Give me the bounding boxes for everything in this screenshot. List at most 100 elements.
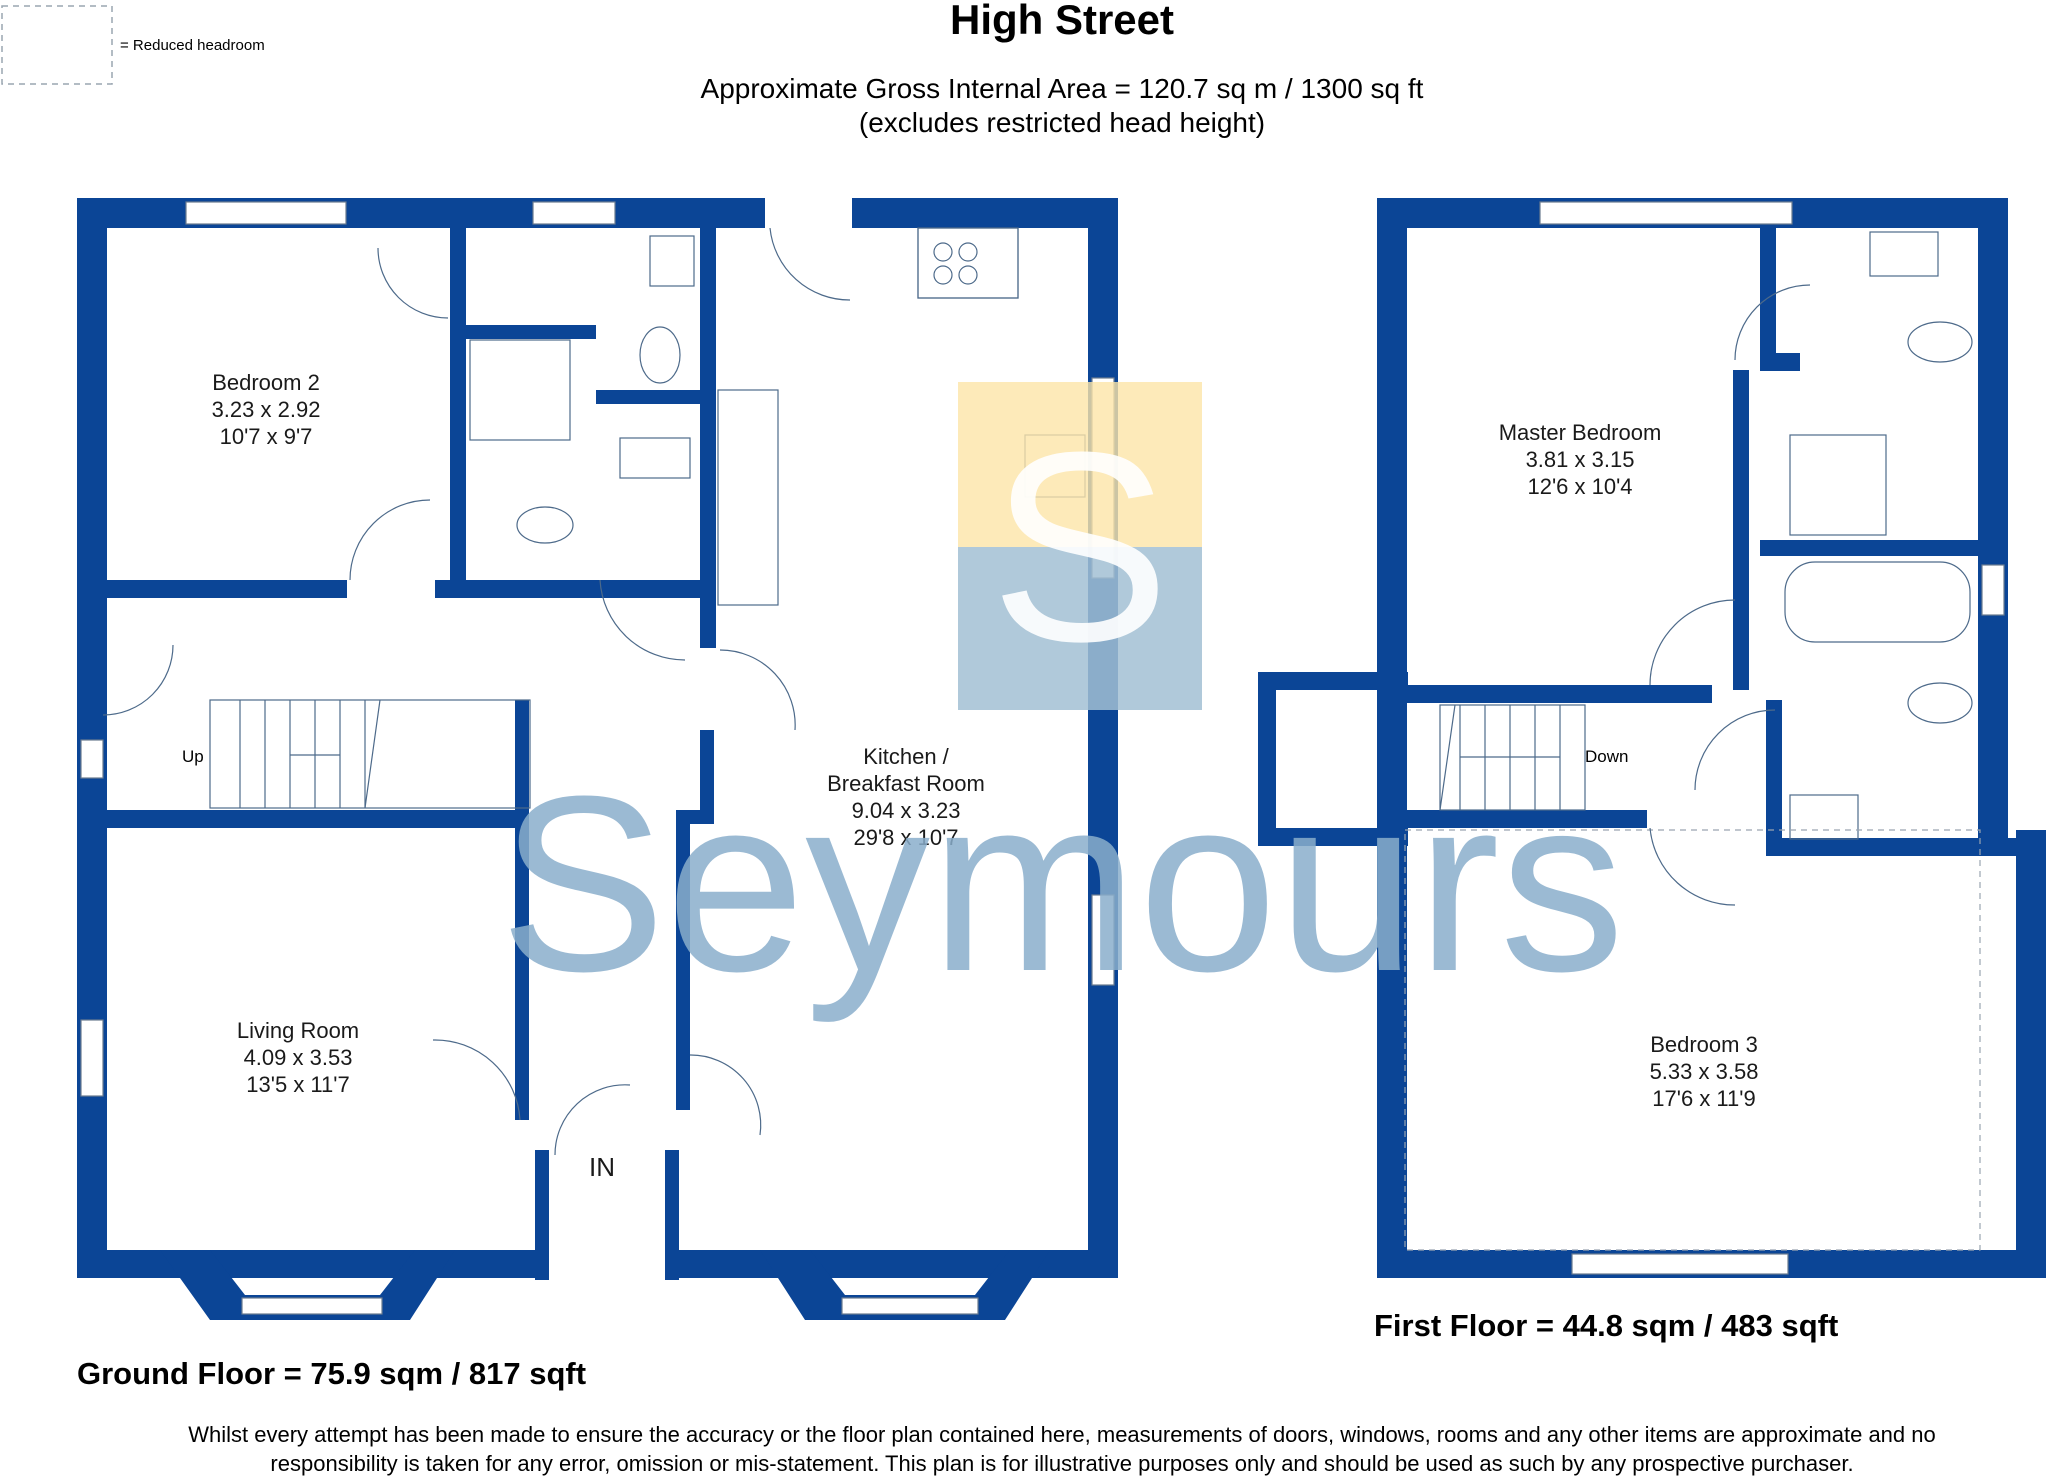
- legend: = Reduced headroom: [1, 5, 265, 85]
- window: [185, 201, 347, 225]
- door-swing: [689, 1054, 762, 1136]
- room-name: Living Room: [237, 1018, 359, 1043]
- wall: [1407, 810, 1647, 828]
- wall: [700, 730, 714, 820]
- watermark-text: Seymours: [499, 744, 1624, 1023]
- ground-stairs: [209, 699, 531, 809]
- wall: [1258, 672, 1276, 842]
- window: [80, 739, 104, 779]
- first-floor-area: First Floor = 44.8 sqm / 483 sqft: [1374, 1308, 1838, 1343]
- window: [80, 1019, 104, 1097]
- wall: [1258, 828, 1408, 846]
- wall: [1640, 685, 1712, 703]
- wall: [466, 325, 596, 339]
- door-swing: [769, 227, 851, 301]
- disclaimer-line-1: Whilst every attempt has been made to en…: [188, 1422, 1936, 1447]
- basin: [619, 437, 691, 479]
- room-name: Kitchen /: [863, 744, 949, 769]
- shower-tray: [1789, 434, 1887, 536]
- kitchen-unit: [717, 389, 779, 606]
- room-metric: 4.09 x 3.53: [244, 1045, 353, 1070]
- wall: [1766, 700, 1782, 850]
- door-swing: [1649, 599, 1736, 686]
- disclaimer-line-2: responsibility is taken for any error, o…: [270, 1451, 1853, 1476]
- room-name: Bedroom 3: [1650, 1032, 1758, 1057]
- wall: [665, 1150, 679, 1280]
- wall: [676, 810, 690, 1110]
- toilet: [516, 506, 574, 544]
- toilet: [1907, 682, 1973, 724]
- wall: [1088, 198, 1118, 1278]
- stairs-label: Down: [1585, 747, 1628, 766]
- basin: [649, 235, 695, 287]
- bath: [1784, 561, 1971, 643]
- ground-floor-plan: Bedroom 2 3.23 x 2.92 10'7 x 9'7 Kitchen…: [77, 198, 1118, 1320]
- hob-ring: [958, 265, 978, 285]
- hob-ring: [958, 242, 978, 262]
- stairs-outline: [209, 699, 531, 809]
- room-imperial: 10'7 x 9'7: [220, 424, 313, 449]
- area-note: (excludes restricted head height): [859, 107, 1265, 138]
- window: [241, 1297, 383, 1315]
- seymours-logo-watermark: S: [958, 382, 1202, 710]
- room-imperial: 17'6 x 11'9: [1652, 1086, 1755, 1111]
- door-swing: [102, 644, 174, 716]
- hob: [917, 227, 1019, 299]
- wall: [1978, 198, 2008, 838]
- basin: [1789, 794, 1859, 840]
- entrance-label: IN: [589, 1152, 615, 1182]
- stairs-label: Up: [182, 747, 204, 766]
- wall: [535, 1150, 549, 1280]
- wall: [852, 198, 1118, 228]
- ground-floor-area: Ground Floor = 75.9 sqm / 817 sqft: [77, 1356, 586, 1391]
- wall: [107, 810, 527, 828]
- legend-label: = Reduced headroom: [120, 37, 265, 54]
- window: [1539, 201, 1793, 225]
- logo-letter: S: [990, 397, 1170, 698]
- window: [1571, 1253, 1789, 1275]
- wall: [77, 198, 765, 228]
- room-imperial: 29'8 x 10'7: [853, 825, 958, 850]
- room-name: Master Bedroom: [1499, 420, 1662, 445]
- door-swing: [599, 579, 686, 661]
- door-swing: [1649, 827, 1736, 906]
- door-swing: [1694, 709, 1776, 791]
- door-swing: [1734, 284, 1811, 361]
- window: [1091, 894, 1115, 986]
- wall: [435, 580, 705, 598]
- wall: [450, 228, 466, 588]
- wall: [596, 390, 700, 404]
- hob-ring: [933, 265, 953, 285]
- hob-ring: [933, 242, 953, 262]
- wall: [1760, 540, 1978, 556]
- door-swing: [554, 1084, 631, 1156]
- first-floor-plan: Master Bedroom 3.81 x 3.15 12'6 x 10'4 B…: [1258, 198, 2046, 1278]
- wall: [1377, 198, 1407, 1278]
- logo-block-top: [958, 382, 1202, 547]
- wall: [1760, 353, 1800, 371]
- window: [841, 1297, 979, 1315]
- door-swing: [349, 499, 431, 581]
- door-swing: [377, 247, 449, 319]
- wall: [1258, 672, 1408, 690]
- wall: [1733, 370, 1749, 690]
- area-subtitle: Approximate Gross Internal Area = 120.7 …: [701, 73, 1424, 104]
- hob-frame: [917, 227, 1019, 299]
- reduced-headroom-area: [1404, 829, 1981, 1251]
- window: [532, 201, 616, 225]
- door-swing: [719, 649, 796, 731]
- toilet: [639, 326, 681, 384]
- wall: [77, 198, 107, 1278]
- room-imperial: 13'5 x 11'7: [246, 1072, 349, 1097]
- entrance-gap: [545, 1248, 672, 1282]
- first-stairs: [1439, 704, 1586, 811]
- room-name: Breakfast Room: [827, 771, 985, 796]
- room-metric: 5.33 x 3.58: [1650, 1059, 1759, 1084]
- door-swing: [432, 1039, 521, 1121]
- wall: [107, 580, 347, 598]
- wall: [1407, 685, 1647, 703]
- toilet: [1907, 321, 1973, 363]
- wall: [1766, 838, 2016, 856]
- wall: [700, 228, 716, 648]
